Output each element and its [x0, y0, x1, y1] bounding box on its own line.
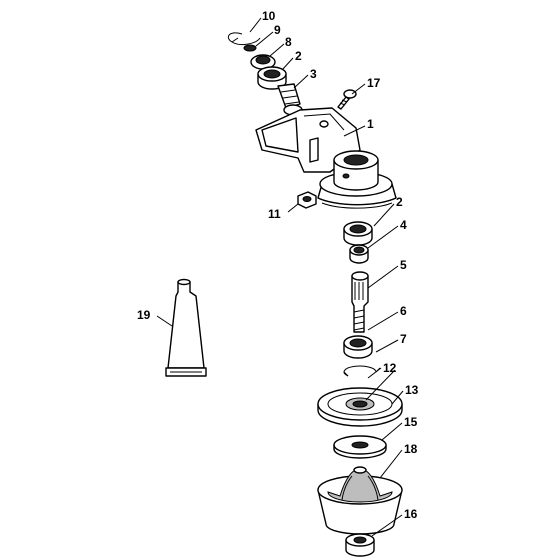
- part-10-circlip: [227, 32, 261, 46]
- label-part-7: 7: [400, 332, 407, 346]
- label-part-1: 1: [367, 117, 374, 131]
- part-19-grease-tube: [165, 278, 207, 377]
- part-1-gear-housing: [255, 107, 397, 209]
- label-part-6: 6: [400, 304, 407, 318]
- label-part-13: 13: [405, 383, 419, 397]
- part-2-bearing-upper: [257, 66, 287, 90]
- part-7-retaining-ring: [343, 365, 381, 377]
- label-part-3: 3: [310, 67, 317, 81]
- label-part-2-lower: 2: [396, 195, 403, 209]
- part-5-shaft: [351, 271, 369, 333]
- part-number-labels: 10 9 8 2 3 17 1 11 2 4 5 19 6 7 12 13 15…: [137, 9, 419, 521]
- part-15-washer: [333, 435, 387, 459]
- part-8-sleeve: [250, 54, 276, 70]
- part-6-bearing: [343, 335, 373, 359]
- label-part-8: 8: [285, 35, 292, 49]
- part-11-nut: [297, 191, 317, 209]
- label-part-11: 11: [268, 207, 281, 221]
- label-part-5: 5: [400, 258, 407, 272]
- label-part-2-upper: 2: [295, 49, 302, 63]
- label-part-19: 19: [137, 308, 151, 322]
- part-2-bearing-lower: [343, 221, 373, 246]
- label-part-9: 9: [274, 23, 281, 37]
- label-part-15: 15: [404, 415, 418, 429]
- label-part-18: 18: [404, 442, 418, 456]
- label-part-12: 12: [383, 361, 397, 375]
- label-part-10: 10: [262, 9, 276, 23]
- part-4-bushing: [349, 244, 369, 264]
- label-part-4: 4: [400, 218, 407, 232]
- part-17-screw: [337, 89, 357, 110]
- part-9-washer: [243, 44, 257, 52]
- part-16-nut: [345, 533, 375, 557]
- part-12-washer: [352, 400, 368, 408]
- label-part-16: 16: [404, 507, 418, 521]
- label-part-17: 17: [367, 76, 381, 90]
- leader-lines: [156, 17, 404, 537]
